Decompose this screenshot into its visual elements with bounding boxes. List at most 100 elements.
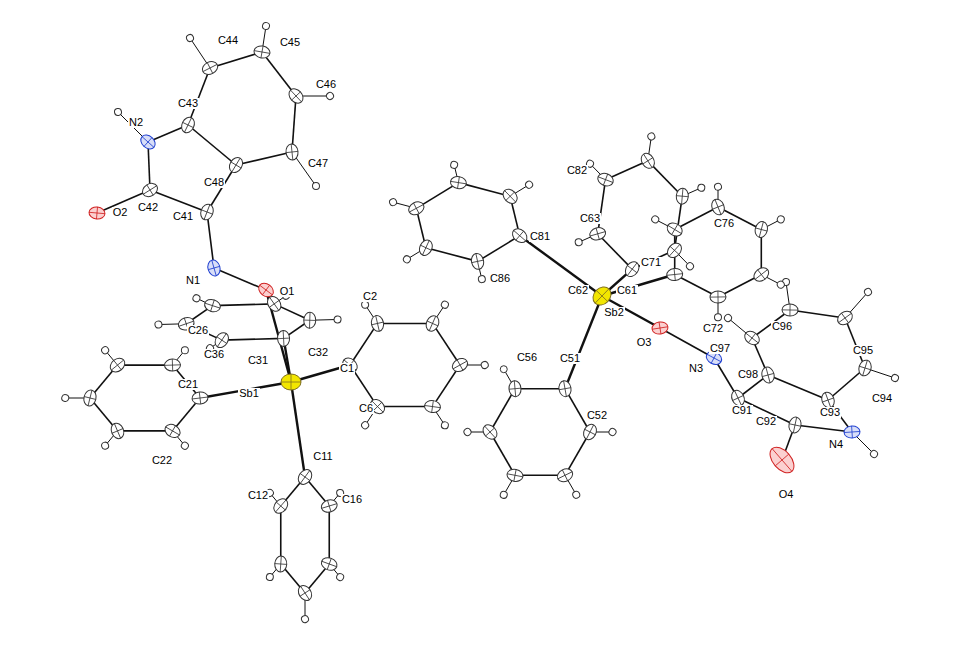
- atom-ellipsoid: [450, 175, 468, 189]
- principal-axis: [758, 270, 765, 279]
- ellipsoid-outline: [101, 441, 110, 450]
- ellipsoid-outline: [470, 252, 485, 270]
- principal-axis: [373, 402, 381, 410]
- atom-ellipsoid: [296, 583, 315, 603]
- atom-ellipsoid: [638, 151, 657, 171]
- atom-ellipsoid: [262, 22, 271, 31]
- principal-axis: [300, 471, 309, 484]
- principal-axis: [372, 322, 384, 325]
- ellipsoid-outline: [776, 280, 786, 290]
- atom-ellipsoid: [417, 238, 435, 258]
- principal-axis: [275, 563, 287, 565]
- atom-ellipsoid: [424, 400, 442, 414]
- principal-axis: [142, 137, 154, 148]
- atom-label: C46: [315, 79, 337, 90]
- atom-label: C11: [312, 451, 333, 462]
- atom-ellipsoid: [776, 215, 785, 224]
- ellipsoid-outline: [312, 182, 319, 189]
- atom-label: C97: [709, 343, 731, 354]
- principal-axis: [486, 428, 495, 436]
- atom-ellipsoid: [665, 220, 685, 239]
- principal-axis: [669, 244, 680, 256]
- principal-axis: [111, 360, 123, 370]
- ellipsoid-outline: [212, 330, 231, 350]
- atom-ellipsoid: [61, 394, 70, 403]
- atom-ellipsoid: [524, 180, 534, 190]
- ellipsoid-outline: [647, 132, 656, 141]
- atom-ellipsoid: [286, 86, 306, 106]
- ellipsoid-outline: [776, 215, 785, 224]
- principal-axis: [509, 388, 521, 389]
- ellipsoid-outline: [89, 206, 106, 219]
- ellipsoid-outline: [450, 356, 470, 374]
- principal-axis: [676, 196, 688, 197]
- atom-label: C63: [579, 213, 601, 224]
- ellipsoid-outline: [676, 188, 689, 205]
- ellipsoid-outline: [524, 180, 534, 190]
- principal-axis: [84, 397, 96, 400]
- ellipsoid-outline: [262, 22, 271, 31]
- atom-ellipsoid: [402, 255, 412, 265]
- principal-axis: [644, 154, 652, 168]
- atom-label: C16: [341, 494, 363, 505]
- ellipsoid-outline: [181, 347, 188, 354]
- atom-label: C31: [247, 355, 269, 366]
- principal-axis: [270, 297, 279, 310]
- bond-line: [118, 430, 173, 432]
- atom-label: C86: [489, 273, 511, 284]
- atom-label: C82: [566, 165, 588, 176]
- atom-ellipsoid: [710, 291, 726, 303]
- principal-axis: [147, 185, 153, 195]
- atom-ellipsoid: [751, 265, 771, 284]
- atom-label: C6: [358, 403, 374, 414]
- bond-line: [515, 388, 565, 390]
- ellipsoid-outline: [360, 420, 370, 430]
- atom-label: Sb2: [603, 307, 625, 318]
- ellipsoid-outline: [140, 181, 160, 200]
- ellipsoid-outline: [271, 496, 291, 516]
- principal-axis: [286, 151, 298, 152]
- principal-axis: [603, 174, 607, 185]
- principal-axis: [789, 304, 790, 316]
- ellipsoid-outline: [782, 304, 798, 316]
- principal-axis: [278, 338, 290, 340]
- atom-ellipsoid: [665, 240, 685, 260]
- atom-ellipsoid: [138, 132, 158, 152]
- ellipsoid-outline: [424, 314, 441, 333]
- bond-line: [602, 296, 660, 328]
- ellipsoid-outline: [274, 556, 287, 573]
- atom-ellipsoid: [480, 360, 489, 369]
- ellipsoid-outline: [650, 214, 660, 224]
- atom-label: C1: [339, 363, 355, 374]
- atom-ellipsoid: [361, 301, 369, 309]
- bond-line: [188, 125, 236, 165]
- atom-ellipsoid: [360, 420, 370, 430]
- principal-axis: [505, 191, 516, 203]
- ellipsoid-outline: [450, 161, 458, 169]
- ellipsoid-outline: [710, 291, 726, 303]
- principal-axis: [643, 158, 653, 164]
- principal-axis: [595, 289, 609, 303]
- ellipsoid-outline: [890, 373, 899, 382]
- principal-axis: [211, 300, 215, 311]
- atom-ellipsoid: [101, 441, 110, 450]
- ellipsoid-outline: [164, 359, 180, 372]
- ellipsoid-outline: [206, 259, 222, 278]
- ellipsoid-outline: [388, 198, 397, 207]
- atom-ellipsoid: [265, 294, 284, 314]
- principal-axis: [670, 246, 679, 254]
- atom-label: C96: [771, 321, 793, 332]
- atom-label: C93: [819, 407, 841, 418]
- ellipsoid-outline: [138, 132, 158, 152]
- ellipsoid-outline: [510, 226, 530, 246]
- ellipsoid-outline: [588, 226, 607, 242]
- bond-line: [520, 236, 602, 296]
- principal-axis: [207, 63, 212, 74]
- ellipsoid-outline: [286, 86, 306, 106]
- atom-ellipsoid: [647, 132, 656, 141]
- principal-axis: [414, 203, 420, 214]
- atom-ellipsoid: [295, 467, 314, 487]
- ellipsoid-outline: [723, 313, 733, 323]
- principal-axis: [420, 245, 431, 250]
